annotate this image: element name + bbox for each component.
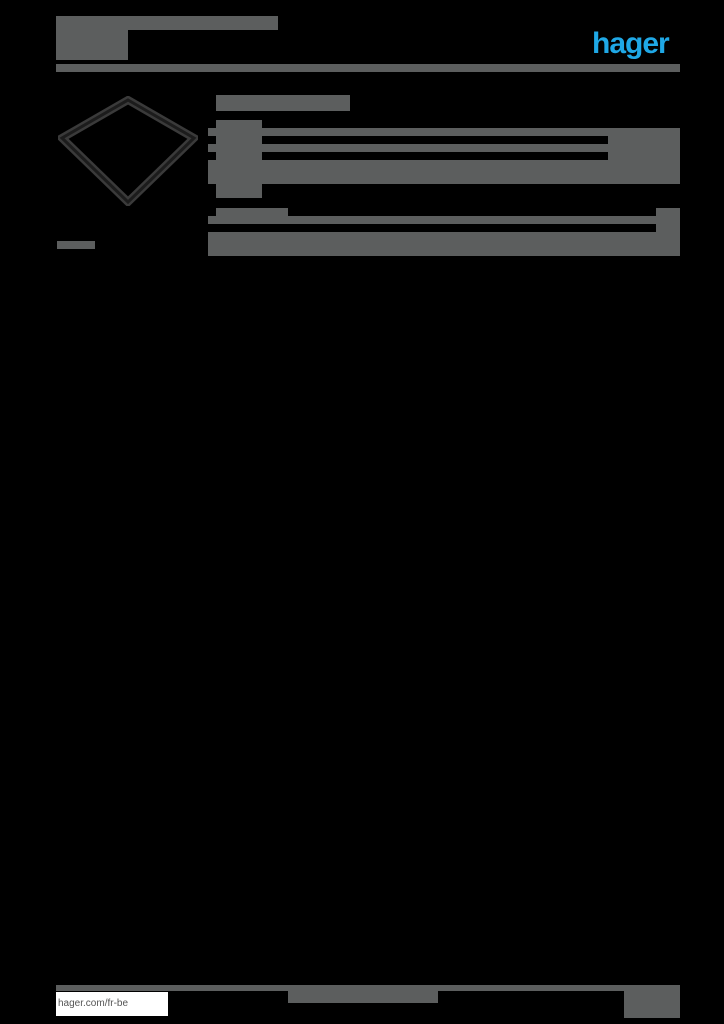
spec-subsection-title: [216, 184, 262, 198]
square-frame-product-image: [58, 96, 198, 206]
footer-page-info: [624, 985, 680, 1018]
header-divider: [56, 64, 680, 72]
brand-logo: hager: [592, 27, 670, 60]
spec-subrow-label: [216, 208, 288, 218]
header-title-line2: [56, 30, 128, 60]
spec-row-3: [208, 160, 680, 184]
spec-value-col: [608, 128, 680, 184]
footer-divider: [56, 985, 680, 991]
spec-row-1: [208, 128, 680, 136]
footer-center-text: [288, 991, 438, 1003]
spec-subrow-2: [208, 232, 680, 256]
product-image-caption: [57, 241, 95, 249]
spec-section-title: [216, 95, 350, 111]
spec-subrow-value: [656, 208, 680, 256]
spec-row-2: [208, 144, 680, 152]
header-title-line1: [56, 16, 278, 30]
footer-website-link[interactable]: hager.com/fr-be: [56, 992, 168, 1016]
spec-subrow-1: [208, 216, 680, 224]
